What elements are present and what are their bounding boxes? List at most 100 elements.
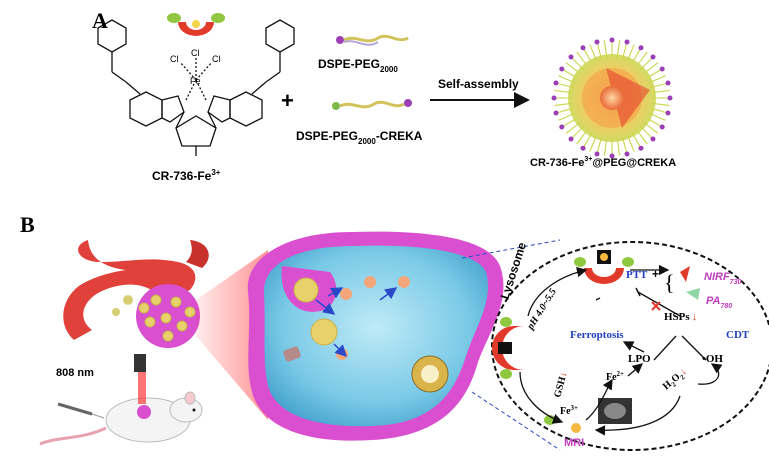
tumor-cell-icon [247, 231, 504, 441]
h2o2-sub2: 2 [679, 373, 687, 382]
arrow-oh-up [681, 335, 707, 361]
creka-tip [665, 80, 671, 86]
laser-wavelength-label: 808 nm [56, 367, 94, 379]
peg-label-main: DSPE-PEG [318, 57, 380, 71]
tumor-nanoparticle [160, 312, 172, 324]
tumor-nanoparticle [150, 294, 162, 306]
cdt-label: CDT [726, 329, 750, 341]
zoom-connector-bottom [471, 391, 561, 451]
h2o2-label: H2O2↓ [661, 366, 690, 394]
pa-label-sub: 780 [720, 303, 732, 310]
molecule-label-main: CR-736-Fe [152, 169, 212, 183]
hsps-down-arrow: ↓ [692, 311, 698, 323]
creka-tip [609, 153, 615, 159]
ptt-icons [680, 266, 700, 300]
peg-label-sub: 2000 [380, 65, 398, 74]
fe2-label-main: Fe [606, 372, 617, 383]
hsps-label: HSPs↓ [664, 311, 697, 323]
h2o2-sub1: 2 [670, 380, 678, 389]
creka-tip [667, 95, 673, 101]
arrow-h2o2-to-oh [697, 363, 723, 385]
tumor-nanoparticle [144, 316, 156, 328]
nanoparticle-icon [551, 37, 673, 159]
creka-tip [580, 145, 586, 151]
dspe-peg-creka-icon [332, 99, 412, 110]
creka-tip [638, 145, 644, 151]
cl-atom-label-1: Cl [170, 54, 179, 64]
gsh-label: GSH↓ [552, 371, 569, 399]
arrow-ph-to-top [527, 266, 588, 317]
panel-b-letter: B [20, 212, 35, 237]
syringe-icon [57, 402, 105, 419]
lysosome-zoom [491, 241, 769, 451]
creka-tip [553, 80, 559, 86]
cr736-molecule [97, 19, 295, 156]
arrow-lpo-to-ferroptosis [622, 341, 645, 353]
creka-tip [580, 45, 586, 51]
creka-tip [624, 151, 630, 157]
fe3-label: Fe3+ [560, 404, 578, 417]
tumor-nanoparticle [170, 296, 182, 308]
molecule-label-sup: 3+ [211, 168, 220, 177]
creka-tip [553, 110, 559, 116]
ptt-plus-sign: + [652, 267, 659, 281]
laser-icon [134, 354, 146, 404]
zoom-connector-top [461, 239, 561, 259]
nirf-label: NIRF730 [704, 271, 741, 286]
creka-tip [568, 54, 574, 60]
oh-label: •OH [702, 353, 723, 365]
hsps-label-main: HSPs [664, 311, 690, 323]
gsh-label-main: GSH [552, 375, 568, 398]
creka-tip [665, 110, 671, 116]
creka-tip [559, 124, 565, 130]
creka-tip [594, 151, 600, 157]
dspe-peg-icon [336, 34, 409, 46]
creka-label: DSPE-PEG2000-CREKA [296, 129, 423, 146]
blood-vessel-icon [63, 240, 209, 340]
tumor-nanoparticle [162, 330, 174, 342]
h2o2-down-arrow: ↓ [678, 366, 689, 378]
cr736-icon [167, 13, 225, 36]
product-label-sup: 3+ [584, 156, 592, 163]
arrow-fe3-to-fe2 [585, 378, 613, 421]
creka-tip [551, 95, 557, 101]
fe3-label-sup: 3+ [571, 404, 579, 412]
arrow-h2o2-to-fe3 [594, 395, 681, 436]
fe3-label-main: Fe [560, 406, 571, 417]
creka-tip [638, 45, 644, 51]
fe-atom-label: Fe [190, 76, 201, 86]
panel-a-letter: A [92, 8, 108, 33]
fe2-label: Fe2+ [606, 370, 624, 383]
nanoprobe-icon-left [492, 317, 524, 379]
gsh-down-arrow: ↓ [558, 371, 570, 379]
hsps-cross-mark [651, 301, 661, 311]
pa-label: PA780 [706, 295, 732, 310]
creka-tip [624, 39, 630, 45]
peg-label: DSPE-PEG2000 [318, 57, 398, 74]
product-label: CR-736-Fe3+@PEG@CREKA [530, 156, 676, 169]
ferroptosis-label: Ferroptosis [570, 329, 624, 341]
tumor-nanoparticle [138, 302, 150, 314]
nirf-label-main: NIRF [704, 271, 730, 283]
cl-atom-label-3: Cl [212, 54, 221, 64]
nirf-label-sub: 730 [730, 279, 742, 286]
pa-label-main: PA [706, 295, 721, 307]
creka-tip [659, 66, 665, 72]
product-label-pre: CR-736-Fe [530, 157, 584, 169]
arrow-lpo-up [653, 335, 677, 361]
plus-sign-a: + [281, 88, 294, 113]
creka-tip [568, 136, 574, 142]
tumor-icon [136, 284, 200, 348]
arrow-fe2-to-lpo [627, 363, 643, 377]
tumor-nanoparticle [184, 306, 196, 318]
creka-tip [559, 66, 565, 72]
fe2-label-sup: 2+ [617, 370, 625, 378]
nanoprobe-icon-top [574, 250, 634, 284]
lpo-label: LPO [628, 353, 651, 365]
tumor-nanoparticle [176, 320, 188, 332]
creka-label-suffix: -CREKA [376, 129, 423, 143]
mouse-icon [39, 391, 203, 446]
arrow-left-to-hsps-cross [595, 297, 601, 301]
creka-tip [659, 124, 665, 130]
